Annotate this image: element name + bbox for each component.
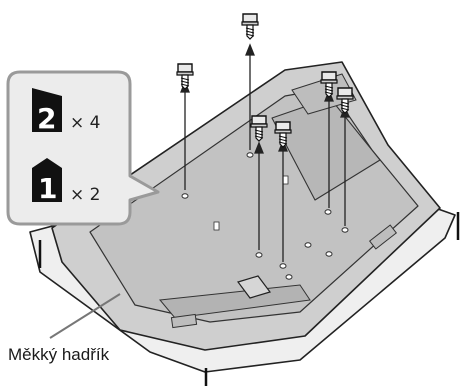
- legend-badge-2: 2: [37, 102, 56, 135]
- screw-icon: [241, 13, 259, 40]
- vent-slot: [282, 175, 289, 185]
- screw-hole: [304, 242, 312, 248]
- screw-hole: [181, 193, 189, 199]
- screw-icon: [250, 115, 268, 142]
- screw-icon: [320, 71, 338, 98]
- soft-cloth-label: Měkký hadřík: [8, 345, 110, 364]
- screw-type-2-icon: [32, 88, 62, 132]
- screw-icon: [336, 87, 354, 114]
- insertion-arrows: [180, 43, 350, 262]
- corner-tab-right: [368, 224, 398, 250]
- stand-socket: [237, 275, 271, 299]
- screw-hole: [341, 227, 349, 233]
- legend-quantity-2: × 4: [70, 113, 100, 133]
- screw-hole: [285, 274, 293, 280]
- screw-type-1-icon: [32, 158, 62, 202]
- screw-icon: [176, 63, 194, 90]
- screw-hole: [246, 152, 254, 158]
- legend-quantity-1: × 2: [70, 185, 100, 205]
- screw-hole: [324, 209, 332, 215]
- screw-hole: [279, 263, 287, 269]
- screw-icon: [274, 121, 292, 148]
- cloth-leader-line: [49, 293, 121, 339]
- legend-badge-1: 1: [38, 172, 57, 205]
- vent-slot: [213, 221, 220, 231]
- corner-tab-left: [170, 313, 198, 329]
- screw-holes: [181, 152, 349, 280]
- screw-hole: [255, 252, 263, 258]
- screw-hole: [325, 251, 333, 257]
